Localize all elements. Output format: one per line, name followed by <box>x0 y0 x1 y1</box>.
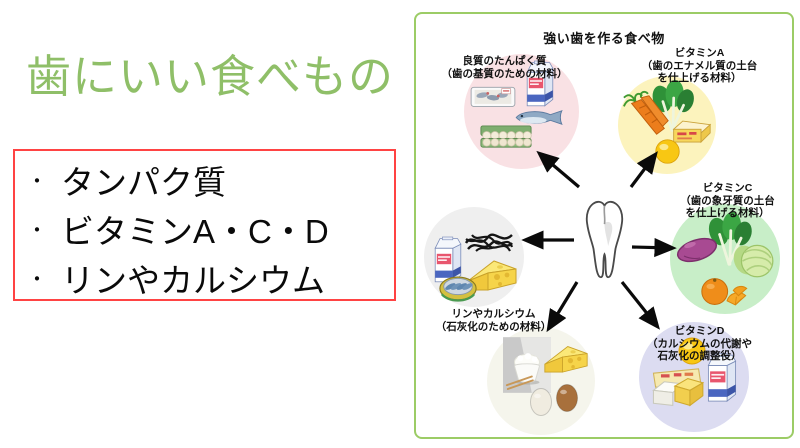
label-line: ビタミンA <box>674 47 725 59</box>
label-line: を仕上げる材料） <box>657 72 742 84</box>
key-points-list: ・タンパク質 ・ビタミンA・C・D ・リンやカルシウム <box>15 151 394 305</box>
page-title: 歯にいい食べもの <box>26 51 395 102</box>
arrow-to-vitamin-d <box>620 281 660 330</box>
arrow-to-protein <box>536 150 581 189</box>
label-protein: 良質のたんぱく質 （歯の基質のための材料） <box>422 55 587 80</box>
tooth-foods-diagram: 強い歯を作る食べ物 <box>414 12 794 439</box>
food-circle-vitamin-a <box>618 76 716 174</box>
food-circle-vitamin-c <box>670 204 780 314</box>
label-line: ビタミンD <box>674 325 725 337</box>
label-calcium: リンやカルシウム （石灰化のための材料） <box>416 308 571 333</box>
food-circle-vitamin-d <box>639 322 749 432</box>
food-circle-calcium-bottom <box>487 327 595 435</box>
bullet-icon: ・ <box>27 220 47 242</box>
list-item-text: タンパク質 <box>61 164 226 201</box>
list-item: ・リンやカルシウム <box>27 256 394 305</box>
label-line: （カルシウムの代謝や <box>647 337 752 350</box>
arrows-layer <box>521 150 677 333</box>
food-circle-calcium-left <box>424 207 524 307</box>
arrow-to-vitamin-a <box>629 151 658 188</box>
bullet-icon: ・ <box>27 171 47 193</box>
key-points-box: ・タンパク質 ・ビタミンA・C・D ・リンやカルシウム <box>13 149 396 301</box>
list-item: ・ビタミンA・C・D <box>27 207 394 256</box>
label-line: を仕上げる材料） <box>685 207 770 219</box>
list-item-text: リンやカルシウム <box>61 262 325 299</box>
tooth-icon <box>577 192 632 289</box>
label-line: ビタミンC <box>702 182 753 194</box>
label-vitamin-a: ビタミンA （歯のエナメル質の土台 を仕上げる材料） <box>622 47 777 85</box>
label-line: リンやカルシウム <box>451 308 536 320</box>
diagram-title: 強い歯を作る食べ物 <box>543 31 665 46</box>
list-item: ・タンパク質 <box>27 158 394 207</box>
label-line: （歯の基質のための材料） <box>441 67 568 80</box>
label-vitamin-c: ビタミンC （歯の象牙質の土台 を仕上げる材料） <box>650 182 800 220</box>
label-line: （歯のエナメル質の土台 <box>641 59 758 72</box>
label-vitamin-d: ビタミンD （カルシウムの代謝や 石灰化の調整役） <box>622 325 777 363</box>
label-line: 石灰化の調整役） <box>657 350 742 362</box>
arrow-to-vitamin-c <box>631 237 677 258</box>
bullet-icon: ・ <box>27 269 47 291</box>
label-line: 良質のたんぱく質 <box>462 55 547 67</box>
arrow-to-calcium-bottom <box>546 281 579 333</box>
label-line: （石灰化のための材料） <box>435 320 552 333</box>
label-line: （歯の象牙質の土台 <box>680 194 775 207</box>
list-item-text: ビタミンA・C・D <box>61 213 329 250</box>
food-circle-protein <box>464 54 579 169</box>
